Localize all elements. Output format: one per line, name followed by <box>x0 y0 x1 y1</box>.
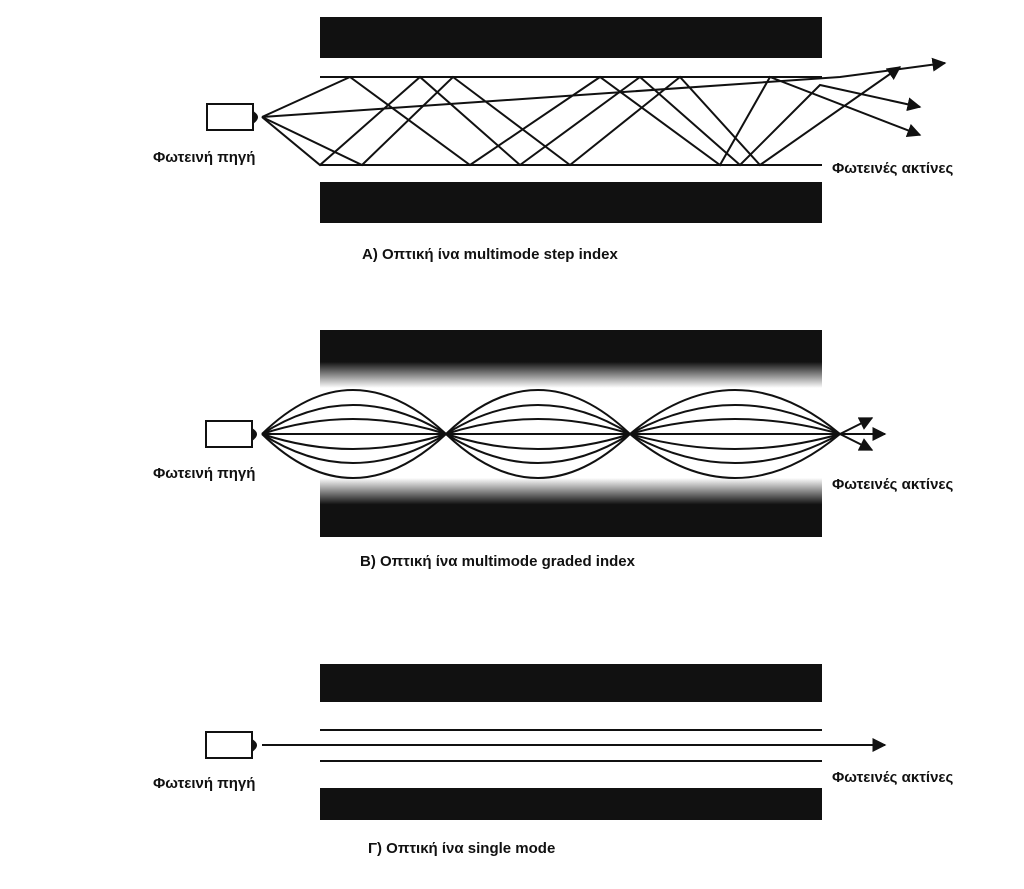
light-source <box>205 731 257 759</box>
cladding-top <box>320 330 822 388</box>
light-source <box>205 420 257 448</box>
cladding-top <box>320 17 822 57</box>
panel-single-mode: Φωτεινή πηγή Φωτεινές ακτίνες Γ) Οπτική … <box>153 664 954 857</box>
light-rays <box>261 57 947 167</box>
output-label: Φωτεινές ακτίνες <box>832 769 954 786</box>
output-label: Φωτεινές ακτίνες <box>832 160 954 177</box>
output-label: Φωτεινές ακτίνες <box>832 476 954 493</box>
caption: B) Οπτική ίνα multimode graded index <box>360 553 636 570</box>
source-label: Φωτεινή πηγή <box>153 465 255 482</box>
source-label: Φωτεινή πηγή <box>153 775 255 792</box>
caption: Γ) Οπτική ίνα single mode <box>368 840 555 857</box>
cladding-bottom <box>320 788 822 820</box>
light-source <box>206 103 258 131</box>
panel-step-index: Φωτεινή πηγή Φωτεινές ακτίνες A) Οπτική … <box>153 17 954 263</box>
cladding-bottom <box>320 478 822 537</box>
cladding-bottom <box>320 183 822 223</box>
light-rays <box>261 389 887 479</box>
cladding-top <box>320 664 822 702</box>
source-label: Φωτεινή πηγή <box>153 149 255 166</box>
caption: A) Οπτική ίνα multimode step index <box>362 246 618 263</box>
panel-graded-index: Φωτεινή πηγή Φωτεινές ακτίνες B) Οπτική … <box>153 330 954 570</box>
